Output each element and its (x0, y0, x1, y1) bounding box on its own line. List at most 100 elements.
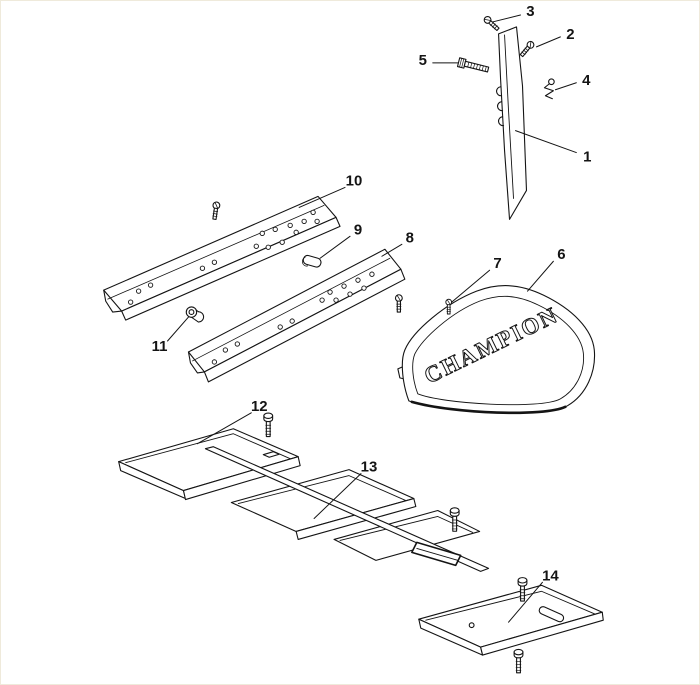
hole (199, 265, 206, 271)
callout-12-number: 12 (251, 398, 268, 415)
part-1-notch (497, 101, 504, 112)
part-8-flange (203, 268, 406, 383)
hole (355, 277, 361, 283)
leader-line-6 (526, 260, 554, 292)
part-1-skid-blade (496, 26, 528, 220)
hole (265, 244, 271, 250)
cotter-pin-4 (543, 78, 555, 100)
guard-bottom-edge (410, 400, 567, 415)
callout-10-number: 10 (346, 172, 363, 189)
hole (293, 229, 299, 235)
callout-4: 4 (554, 72, 591, 91)
callout-8-number: 8 (406, 229, 414, 246)
screw-2 (518, 39, 536, 59)
callout-14: 14 (508, 567, 559, 623)
callout-7: 7 (451, 255, 502, 303)
callout-7-number: 7 (493, 255, 501, 272)
part-9-spacer (302, 254, 322, 268)
callout-4-number: 4 (582, 72, 591, 89)
leader-line-3 (492, 14, 521, 23)
hole (128, 299, 134, 305)
plate-12-square-hole (262, 451, 280, 458)
callout-2: 2 (535, 26, 575, 48)
callout-1-number: 1 (583, 149, 591, 166)
clamp-bracket (411, 541, 462, 567)
hole (234, 341, 240, 347)
callouts: 1 2 3 4 5 6 7 (152, 3, 591, 623)
guard-inner-outline (412, 295, 585, 406)
hole (211, 259, 218, 265)
hole (333, 297, 339, 303)
plate-14-slot (538, 606, 565, 623)
bolt-5 (456, 57, 490, 73)
hole (259, 230, 265, 236)
part-11-bushing (185, 306, 205, 323)
hole (341, 283, 347, 289)
leader-line-2 (535, 36, 561, 48)
callout-8: 8 (381, 229, 414, 257)
part-8-fold-line (192, 257, 391, 362)
leader-line-7 (451, 269, 491, 303)
spine-bar (204, 446, 490, 572)
hole (279, 239, 285, 245)
hole (310, 209, 316, 216)
hole (272, 226, 278, 232)
part-14-right-plate (418, 584, 604, 656)
part-1-outline (498, 26, 528, 220)
hole (253, 243, 259, 249)
hole (314, 218, 320, 224)
part-1-notch (498, 116, 505, 127)
hole (289, 318, 295, 324)
callout-13: 13 (313, 459, 378, 519)
leader-line-10 (298, 186, 346, 208)
hole (211, 359, 218, 365)
leader-line-1 (515, 130, 577, 154)
part-8-rail-bracket (187, 248, 406, 383)
part-8-end-cap (187, 351, 205, 374)
callout-13-number: 13 (361, 459, 378, 476)
plate-13a-border (237, 475, 407, 504)
callout-10: 10 (298, 172, 363, 208)
callout-14-number: 14 (542, 567, 559, 584)
part-6-belt-guard: CHAMPION (397, 285, 596, 415)
part-10-holes (128, 209, 320, 305)
part-1-notch (496, 86, 503, 97)
leader-line-8 (381, 243, 403, 257)
hole (347, 291, 353, 297)
leader-line-11 (167, 316, 189, 342)
screw-upper-rail (210, 201, 221, 221)
hole (361, 285, 367, 291)
part-10-rail-bracket (103, 195, 341, 321)
hole (222, 347, 229, 353)
part-12-left-plate (118, 428, 301, 501)
leader-line-13 (313, 473, 362, 519)
hole (327, 289, 333, 295)
hole (135, 288, 142, 294)
screw-3 (482, 14, 501, 33)
callout-9: 9 (319, 221, 362, 259)
callout-3-number: 3 (526, 3, 534, 20)
callout-5-number: 5 (419, 52, 427, 69)
hole (287, 222, 293, 228)
callout-9-number: 9 (354, 221, 362, 238)
hole (147, 282, 154, 288)
callout-6-number: 6 (557, 246, 565, 263)
callout-1: 1 (515, 130, 591, 166)
callout-3: 3 (492, 3, 535, 23)
bolt-plate-14-bottom (513, 648, 524, 674)
leader-line-14 (508, 581, 543, 623)
screw-lower-rail (394, 294, 403, 313)
plate-12-raised-border (125, 433, 291, 464)
callout-5: 5 (419, 52, 459, 69)
part-10-end-cap (103, 289, 123, 313)
part-10-flange (121, 216, 341, 321)
plate-14-raised-border (425, 590, 596, 621)
plate-14-lip-right (480, 611, 604, 656)
leader-line-12 (196, 412, 252, 445)
part-1-fold-line (504, 34, 514, 199)
hole (369, 271, 375, 277)
part-10-fold-line (107, 205, 325, 300)
part-8-holes (211, 271, 375, 365)
